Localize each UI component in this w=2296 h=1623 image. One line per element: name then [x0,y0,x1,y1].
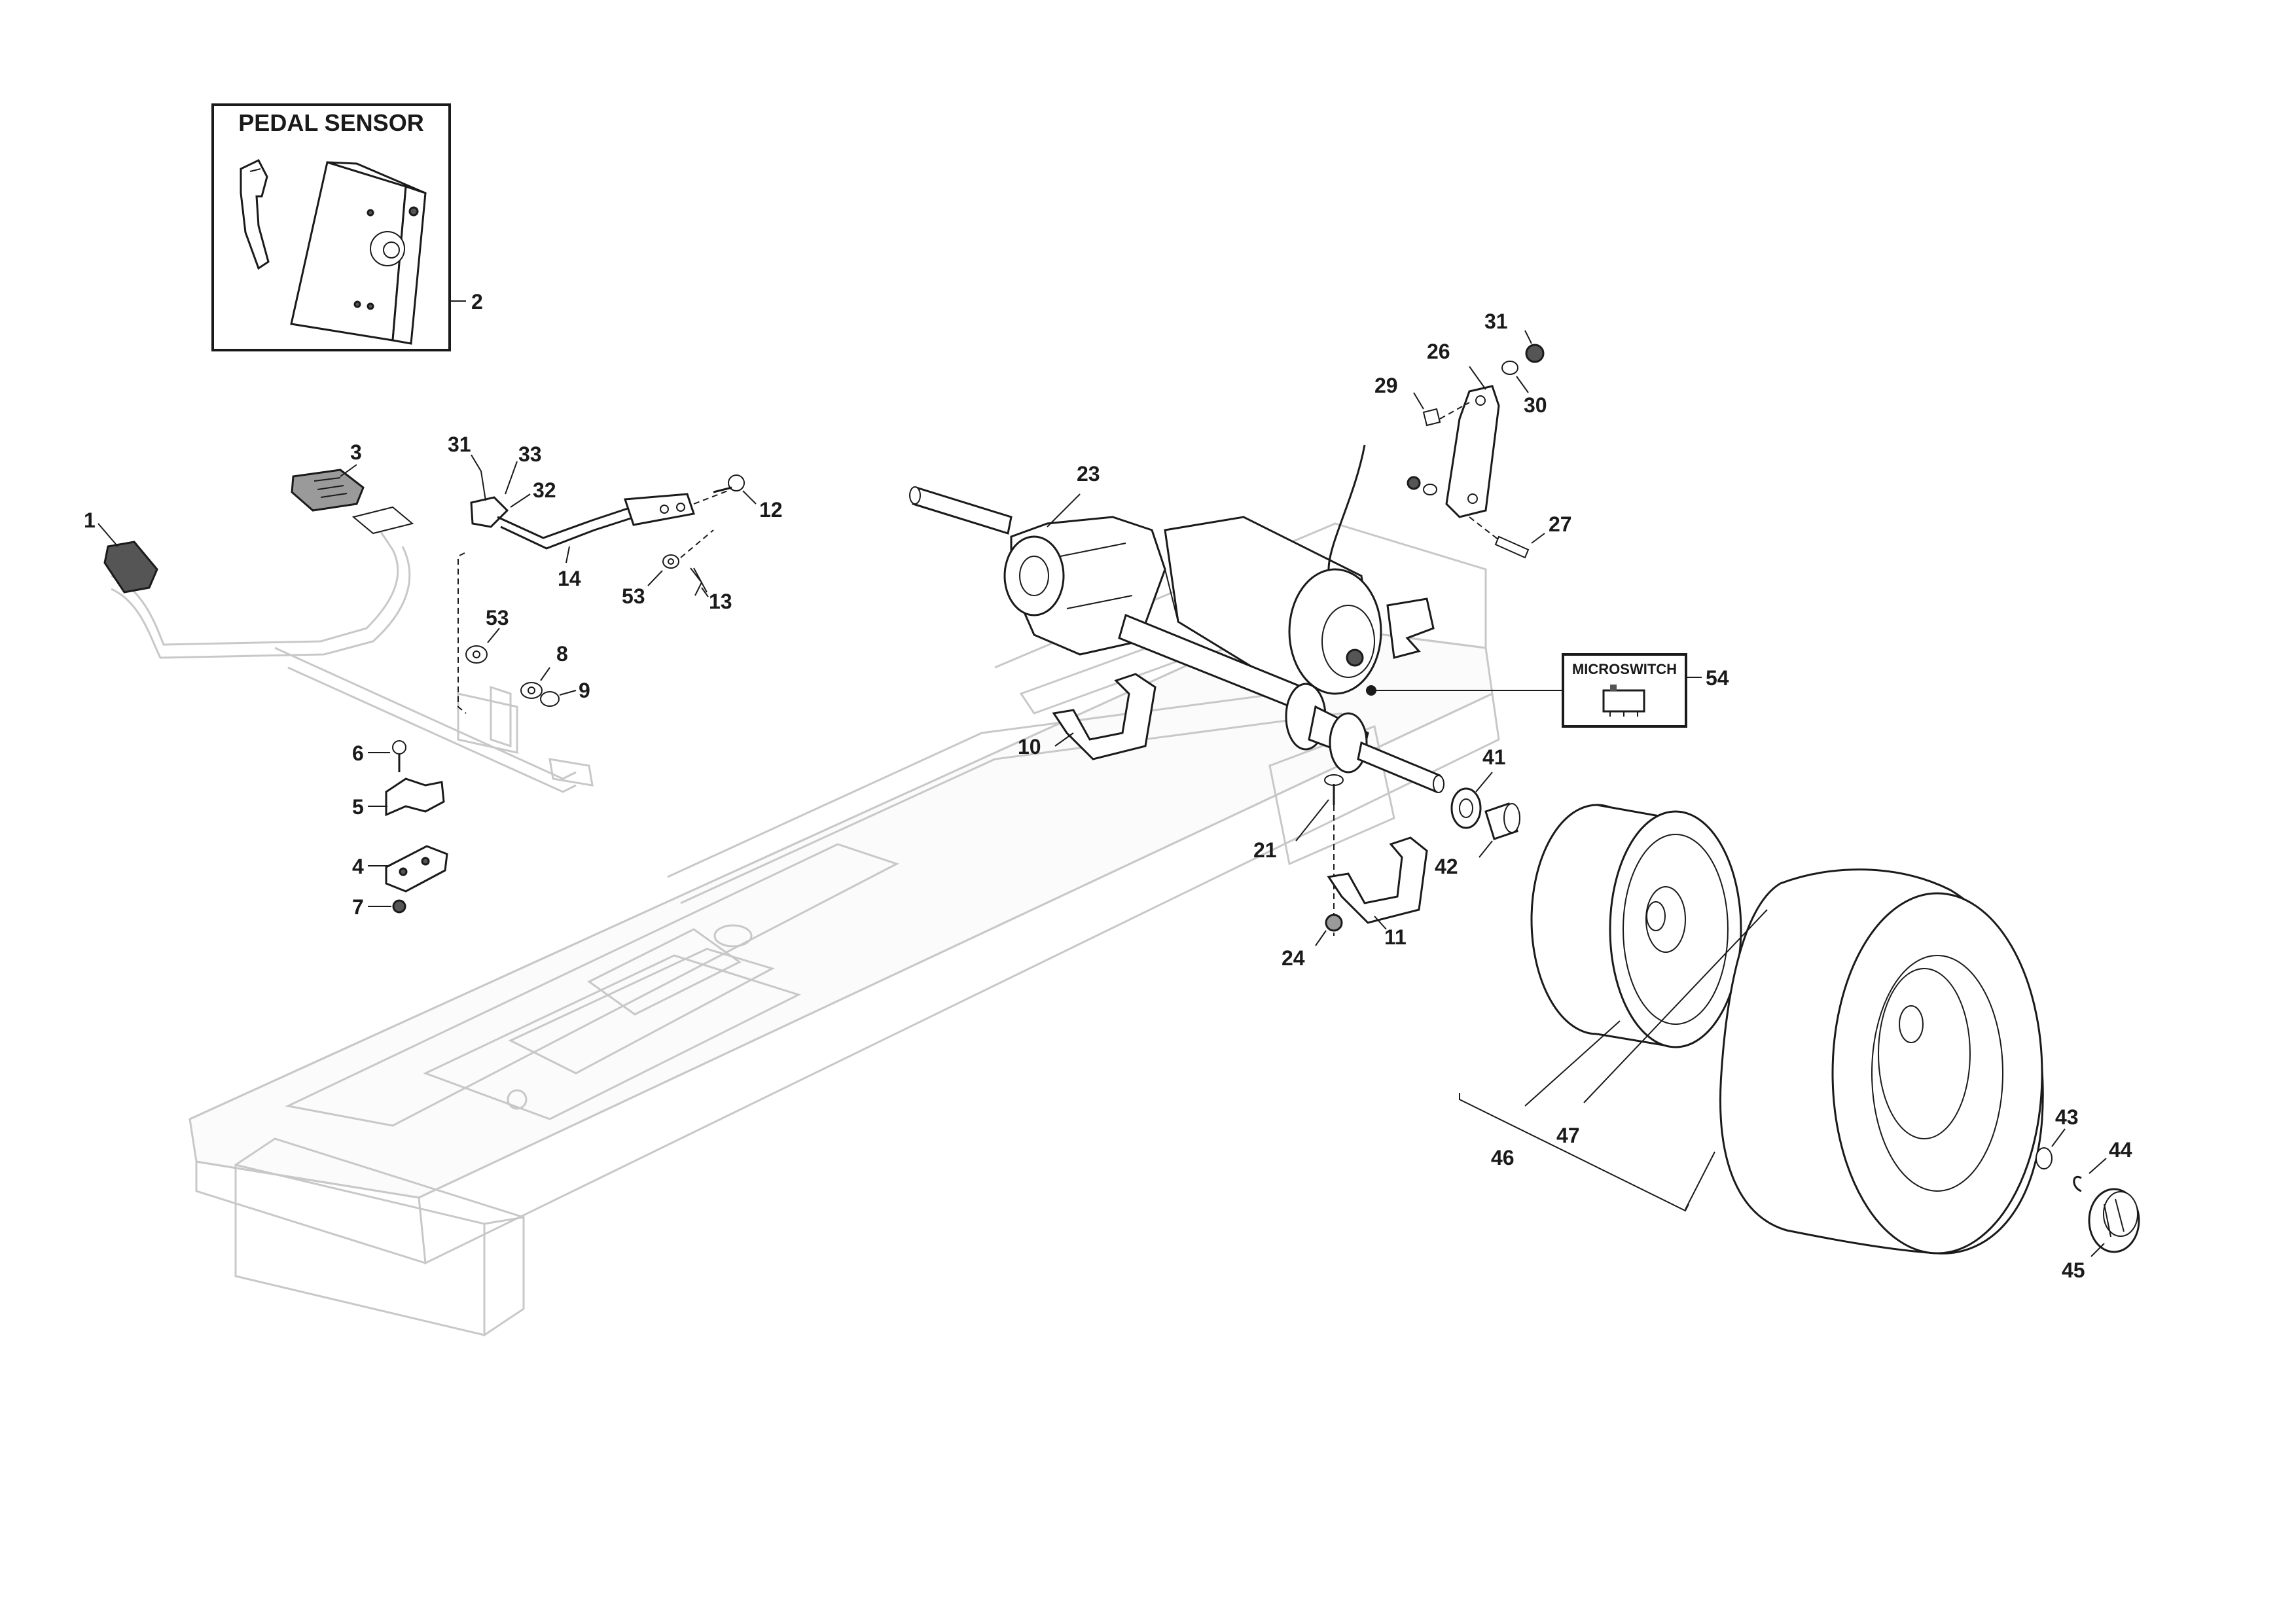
part-13-pin: 13 [690,567,732,613]
part-10-bracket: 10 [1018,673,1157,760]
callout-47: 47 [1556,1124,1580,1147]
callout-3: 3 [350,440,362,464]
callout-1: 1 [84,508,96,532]
part-9-nut: 9 [540,679,590,707]
microswitch-icon [1602,685,1645,717]
callout-31a: 31 [448,433,471,456]
microswitch-box: MICROSWITCH 54 [1366,653,1729,728]
callout-54: 54 [1706,666,1729,690]
callout-21: 21 [1253,838,1277,862]
part-7-nut: 7 [352,895,406,919]
part-32-washer: 32 [510,478,556,508]
part-53-washer-a: 53 [457,552,509,714]
part-24-nut: 24 [1282,914,1343,970]
part-29-bolt: 29 [1374,374,1470,427]
pedal-sensor-title: PEDAL SENSOR [238,109,423,136]
callout-26: 26 [1427,340,1450,363]
callout-9: 9 [579,679,590,702]
part-3-pedal-pad: 3 [291,440,365,512]
part-6-bolt: 6 [352,740,406,772]
part-12-bolt: 12 [693,474,783,522]
callout-14: 14 [558,567,581,590]
part-31-nut: 31 [448,433,486,501]
part-45-hubcap: 45 [2062,1188,2140,1282]
callout-6: 6 [352,741,364,765]
callout-4: 4 [352,855,364,878]
part-44-clip: 44 [2073,1138,2132,1192]
part-53-washer-b: 53 [622,529,714,608]
callout-7: 7 [352,895,364,919]
part-27-bolt: 27 [1407,476,1572,559]
callout-13: 13 [709,590,732,613]
part-8-washer: 8 [520,642,568,699]
callout-44: 44 [2109,1138,2132,1162]
chassis-frame [188,522,1500,1336]
part-41-washer: 41 [1450,745,1506,829]
callout-43: 43 [2055,1105,2079,1129]
callout-45: 45 [2062,1258,2085,1282]
part-47-tyre: 47 [1556,868,2044,1255]
callout-8: 8 [556,642,568,666]
part-26-bracket: 26 [1427,340,1500,518]
callout-33: 33 [518,442,542,466]
callout-11: 11 [1384,925,1407,949]
callout-53a: 53 [486,606,509,630]
callout-24: 24 [1282,946,1305,970]
callout-46: 46 [1491,1146,1515,1169]
callout-32: 32 [533,478,556,502]
callout-23: 23 [1077,462,1100,486]
part-30-washer: 30 [1501,361,1547,417]
callout-10: 10 [1018,735,1041,758]
callout-31b: 31 [1484,310,1508,333]
part-43-washer: 43 [2036,1105,2079,1169]
pedal-sensor-arm [240,159,270,270]
part-33-bolt: 33 [505,442,542,495]
callout-29: 29 [1374,374,1398,397]
callout-42: 42 [1435,855,1458,878]
callout-5: 5 [352,795,364,819]
part-5-clamp: 5 [352,777,445,819]
callout-30: 30 [1524,393,1547,417]
part-46-rim: 46 [1459,804,1783,1212]
part-14-linkage-rod: 14 [470,493,695,590]
part-1-connector: 1 [84,508,158,594]
pedal-rod-frame [111,529,594,793]
part-42-bushing: 42 [1435,802,1520,878]
part-23-transaxle: 23 [909,444,1444,794]
microswitch-title: MICROSWITCH [1572,661,1677,677]
part-11-bracket: 11 [1327,836,1428,949]
pedal-sensor-link [351,506,414,535]
part-31-nut-b: 31 [1484,310,1545,363]
pedal-sensor-body [290,161,427,345]
callout-12: 12 [759,498,783,522]
callout-41: 41 [1482,745,1506,769]
callout-53b: 53 [622,584,645,608]
callout-27: 27 [1549,512,1572,536]
part-4-plate: 4 [352,845,448,893]
pedal-sensor-box: PEDAL SENSOR 2 [211,103,483,351]
callout-2: 2 [471,290,483,313]
